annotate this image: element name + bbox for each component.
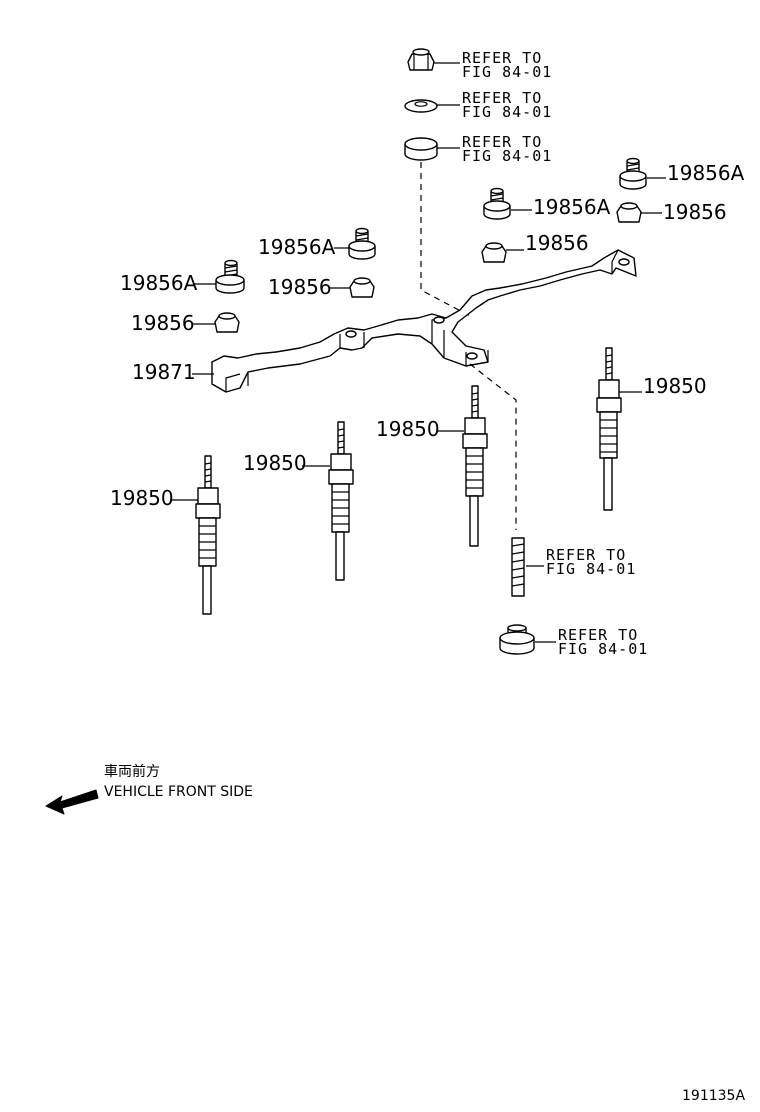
stud-left-upper-icon [348, 227, 376, 260]
glow-plug-1-icon [195, 455, 221, 615]
connecting-bar-icon [211, 249, 637, 393]
label-stud-top-right: 19856A [667, 161, 745, 185]
refer-5-line1: REFER TO [558, 626, 638, 644]
stud-left-icon [215, 259, 245, 294]
refer-3-line1: REFER TO [462, 133, 542, 151]
lower-flange-nut-icon [499, 624, 535, 655]
label-plug-1: 19850 [110, 486, 174, 510]
label-nut-left: 19856 [131, 311, 195, 335]
nut-top-right-icon [616, 202, 642, 223]
glow-plug-4-icon [596, 347, 622, 511]
nut-mid-icon [481, 242, 507, 263]
label-stud-left: 19856A [120, 271, 198, 295]
top-nut-icon [407, 48, 435, 71]
label-nut-left-upper: 19856 [268, 275, 332, 299]
refer-2-line2: FIG 84-01 [462, 103, 552, 121]
label-stud-left-upper: 19856A [258, 235, 336, 259]
glow-plug-3-icon [462, 385, 488, 547]
label-plug-3: 19850 [376, 417, 440, 441]
label-nut-top-right: 19856 [663, 200, 727, 224]
refer-4-line2: FIG 84-01 [546, 560, 636, 578]
label-stud-mid: 19856A [533, 195, 611, 219]
label-nut-mid: 19856 [525, 231, 589, 255]
label-bar: 19871 [132, 360, 196, 384]
refer-1-line2: FIG 84-01 [462, 63, 552, 81]
refer-4-line1: REFER TO [546, 546, 626, 564]
nut-left-icon [214, 312, 240, 333]
direction-label-en: VEHICLE FRONT SIDE [104, 784, 253, 800]
label-plug-2: 19850 [243, 451, 307, 475]
top-washer-icon [404, 99, 438, 113]
stud-top-right-icon [619, 157, 647, 190]
nut-left-upper-icon [349, 277, 375, 298]
top-spacer-icon [404, 137, 438, 161]
glow-plug-2-icon [328, 421, 354, 581]
direction-label-jp: 車両前方 [104, 763, 160, 780]
label-plug-4: 19850 [643, 374, 707, 398]
stud-mid-icon [483, 187, 511, 220]
lower-stud-icon [511, 537, 525, 597]
refer-3-line2: FIG 84-01 [462, 147, 552, 165]
refer-2-line1: REFER TO [462, 89, 542, 107]
front-direction-arrow-icon [45, 789, 99, 815]
refer-1-line1: REFER TO [462, 49, 542, 67]
figure-code: 191135A [682, 1088, 745, 1104]
refer-5-line2: FIG 84-01 [558, 640, 648, 658]
